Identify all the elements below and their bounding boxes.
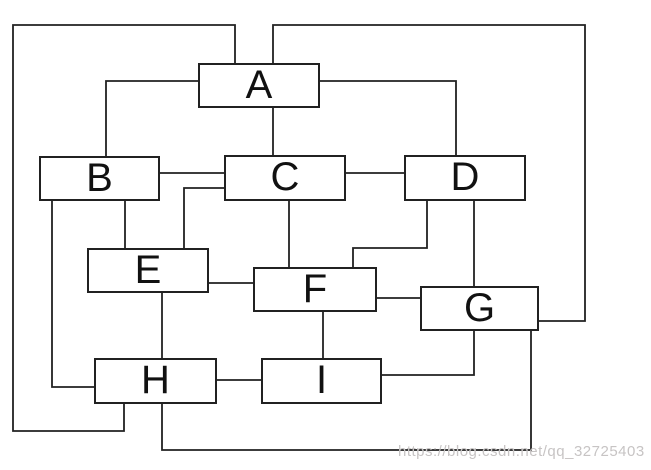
node-D-label: D <box>450 155 480 199</box>
node-D: D <box>404 155 526 201</box>
edge-I-G <box>382 331 475 376</box>
edge-D-F <box>352 201 428 267</box>
edge-A-G <box>272 24 586 322</box>
edge-B-H <box>51 201 94 388</box>
node-F: F <box>253 267 377 312</box>
node-C-label: C <box>270 155 300 199</box>
node-A-label: A <box>245 62 273 107</box>
node-E-label: E <box>134 247 162 292</box>
node-H-label: H <box>141 358 170 402</box>
node-E: E <box>87 248 209 293</box>
node-I-label: I <box>315 358 328 402</box>
edge-C-E <box>183 187 224 248</box>
node-B-label: B <box>86 155 113 200</box>
edge-A-D <box>320 80 457 155</box>
edge-A-B <box>105 80 198 156</box>
edge-H-G <box>161 331 532 451</box>
node-B: B <box>39 156 160 201</box>
node-C: C <box>224 155 346 201</box>
node-G: G <box>420 286 539 331</box>
node-A: A <box>198 63 320 108</box>
node-G-label: G <box>463 285 496 330</box>
node-H: H <box>94 358 217 404</box>
node-I: I <box>261 358 382 404</box>
node-F-label: F <box>302 266 328 311</box>
edge-A-H <box>12 24 236 432</box>
